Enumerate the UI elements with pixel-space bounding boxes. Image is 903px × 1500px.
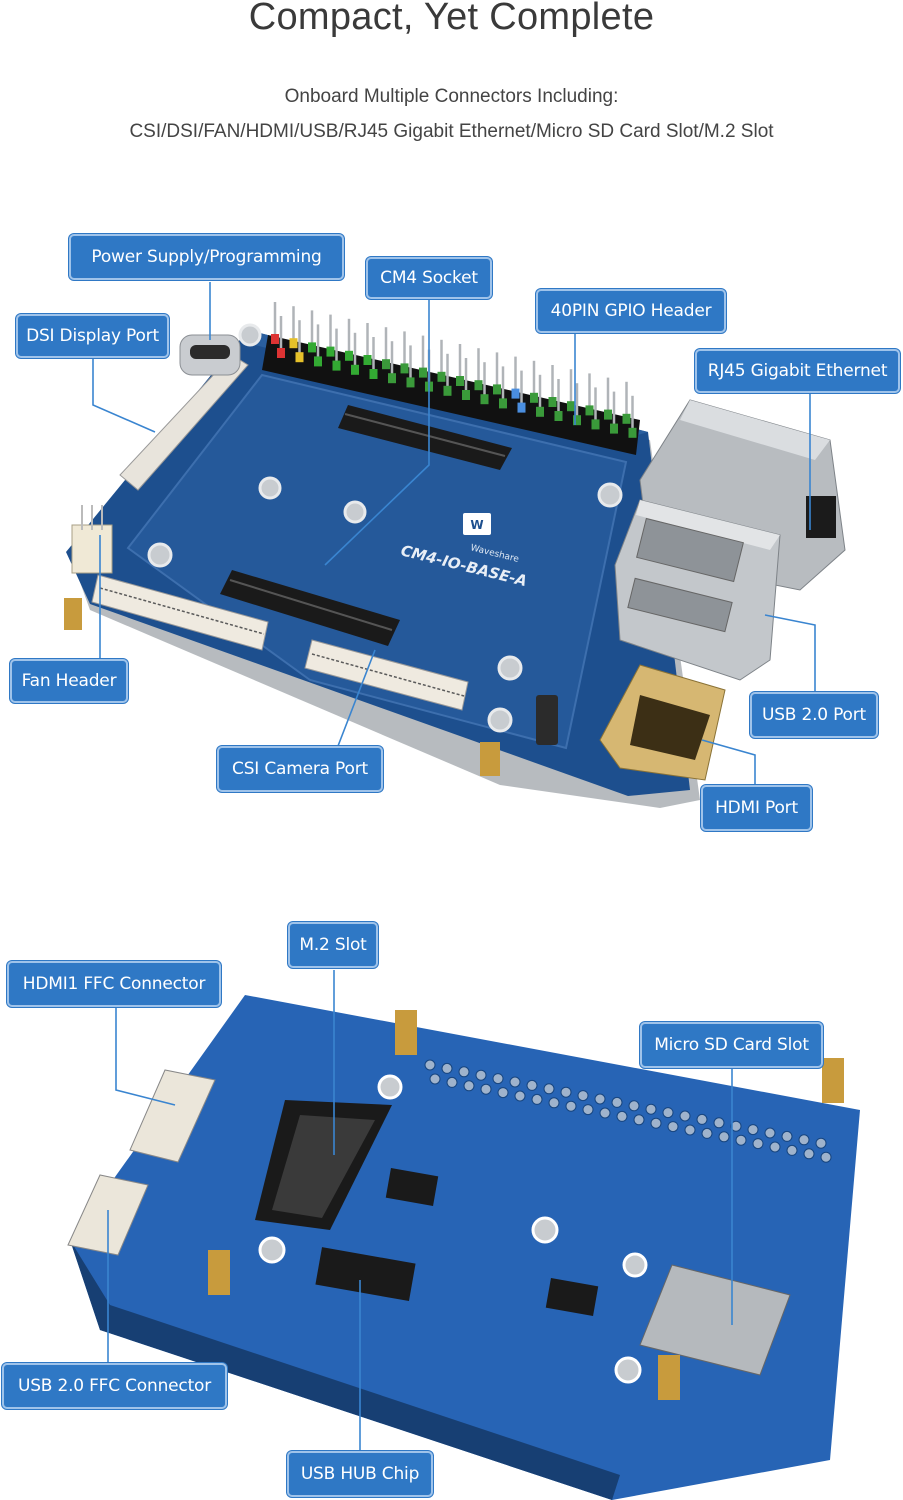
- via-rows: [424, 1059, 832, 1163]
- cm4-socket-connectors: [220, 405, 512, 646]
- callout-power-supply: Power Supply/Programming: [69, 234, 344, 280]
- svg-text:W: W: [470, 518, 483, 532]
- power-switch: [536, 695, 558, 745]
- callout-usb-ffc: USB 2.0 FFC Connector: [2, 1363, 227, 1409]
- mounting-holes: [147, 323, 623, 733]
- callout-gpio-header: 40PIN GPIO Header: [536, 289, 726, 333]
- csi-connectors: [91, 574, 469, 711]
- top-board-illustration: W Waveshare CM4-IO-BASE-A: [64, 282, 846, 808]
- usb-hub-chip-part: [315, 1247, 416, 1302]
- usb-c-power-port: [179, 334, 241, 376]
- page-title: Compact, Yet Complete: [248, 0, 655, 38]
- callout-cm4-socket: CM4 Socket: [366, 257, 492, 299]
- callout-hdmi1-ffc: HDMI1 FFC Connector: [7, 961, 221, 1007]
- subtitle-line-1: Onboard Multiple Connectors Including:: [284, 86, 619, 107]
- callout-microsd-slot: Micro SD Card Slot: [640, 1022, 823, 1068]
- fan-header-part: [71, 505, 113, 574]
- callout-rj45: RJ45 Gigabit Ethernet: [695, 349, 900, 393]
- callout-usb-hub-chip: USB HUB Chip: [287, 1451, 433, 1497]
- top-leader-lines: [92, 282, 816, 787]
- microsd-slot-part: [639, 1264, 791, 1376]
- callout-csi-port: CSI Camera Port: [217, 746, 383, 792]
- gpio-pins: [271, 302, 637, 438]
- callout-m2-slot: M.2 Slot: [288, 922, 378, 968]
- hdmi-jack: [599, 664, 726, 781]
- m2-slot-part: [255, 1100, 392, 1230]
- callout-usb-port: USB 2.0 Port: [750, 692, 878, 738]
- callout-hdmi-port: HDMI Port: [701, 785, 812, 831]
- callout-dsi-port: DSI Display Port: [16, 314, 169, 358]
- bottom-leader-lines: [107, 970, 733, 1450]
- hdmi1-ffc-part: [129, 1069, 216, 1163]
- callout-fan-header: Fan Header: [10, 659, 128, 703]
- bottom-board-illustration: [67, 970, 860, 1500]
- usb-stack: [614, 499, 781, 681]
- subtitle-line-2: CSI/DSI/FAN/HDMI/USB/RJ45 Gigabit Ethern…: [129, 121, 774, 142]
- dsi-connector: [119, 354, 249, 491]
